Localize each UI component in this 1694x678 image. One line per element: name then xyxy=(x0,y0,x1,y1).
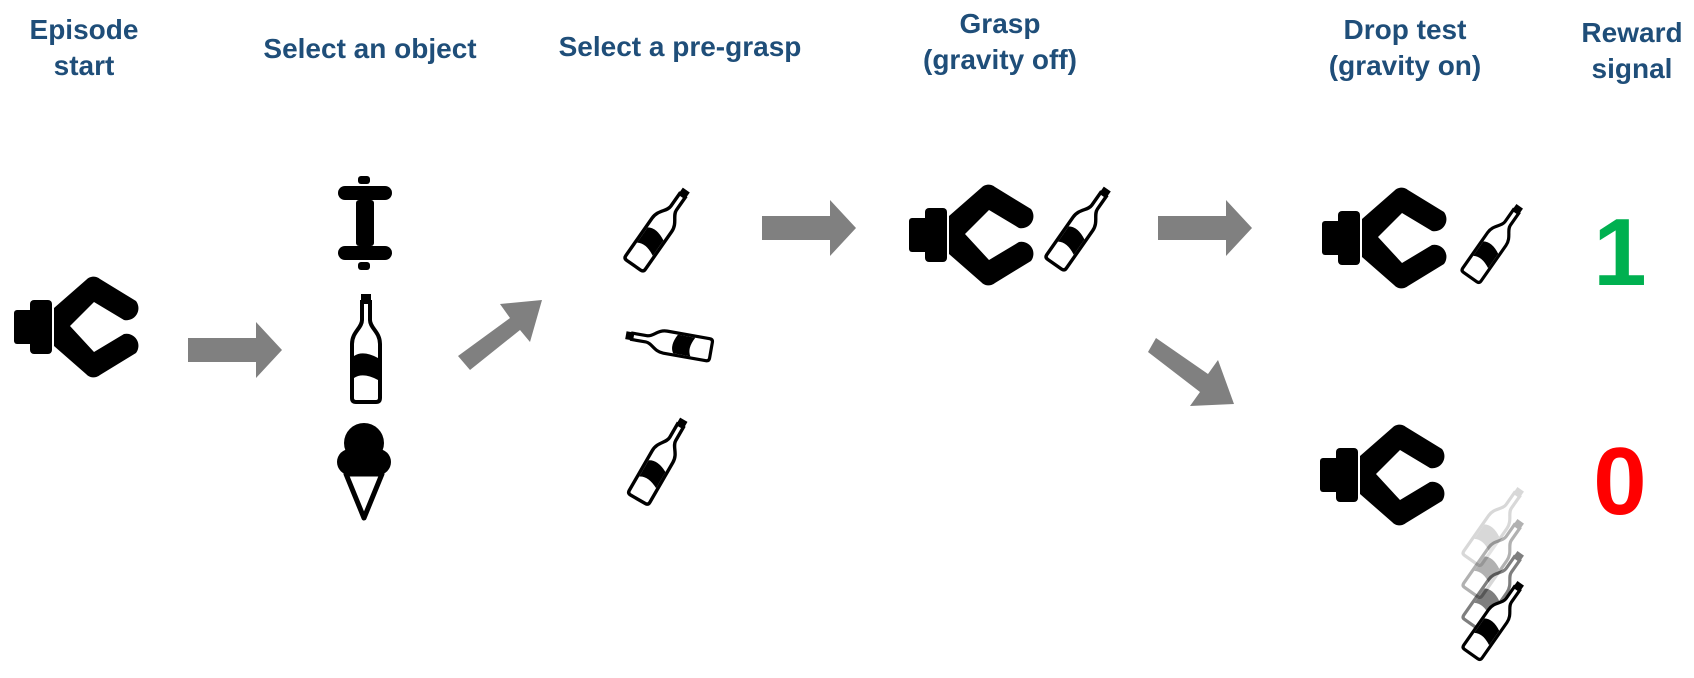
stage-label-episode-start: Episode start xyxy=(14,12,154,84)
gripper-icon xyxy=(1322,187,1447,289)
bottle-icon xyxy=(622,322,715,363)
stage-label-line1: Select a pre-grasp xyxy=(558,31,802,62)
arrow-diagonal-down-icon xyxy=(1148,338,1234,406)
gripper-icon xyxy=(14,276,139,378)
stage-label-line1: Select an object xyxy=(263,33,477,64)
arrow-right-icon xyxy=(188,322,282,378)
bottle-icon xyxy=(622,181,698,274)
reward-failure: 0 xyxy=(1593,428,1647,535)
stage-label-drop-test: Drop test (gravity on) xyxy=(1300,12,1510,84)
dumbbell-icon xyxy=(338,176,392,270)
arrow-diagonal-up-icon xyxy=(458,300,542,370)
stage-label-reward: Reward signal xyxy=(1570,15,1694,87)
stage-label-line1: Drop test xyxy=(1343,14,1467,45)
stage-label-line2: (gravity on) xyxy=(1328,50,1482,81)
bottle-icon xyxy=(1043,180,1119,273)
arrow-right-icon xyxy=(762,200,856,256)
reward-success: 1 xyxy=(1593,199,1647,306)
bottle-icon xyxy=(350,292,382,404)
stage-label-line2: start xyxy=(53,50,115,81)
stage-label-line1: Episode xyxy=(29,14,139,45)
stage-label-line1: Reward xyxy=(1581,17,1683,48)
gripper-icon xyxy=(909,184,1034,286)
gripper-icon xyxy=(1320,424,1445,526)
stage-label-select-pregrasp: Select a pre-grasp xyxy=(535,29,825,65)
bottle-icon xyxy=(1459,198,1531,286)
stage-label-line1: Grasp xyxy=(959,8,1041,39)
stage-label-grasp: Grasp (gravity off) xyxy=(900,6,1100,78)
arrows xyxy=(188,200,1252,406)
arrow-right-icon xyxy=(1158,200,1252,256)
stage-label-line2: (gravity off) xyxy=(923,44,1077,75)
stage-label-line2: signal xyxy=(1591,53,1673,84)
falling-bottle-trail xyxy=(1460,481,1532,663)
stage-label-select-object: Select an object xyxy=(240,31,500,67)
bottle-icon xyxy=(625,412,696,507)
ice-cream-icon xyxy=(337,423,391,521)
